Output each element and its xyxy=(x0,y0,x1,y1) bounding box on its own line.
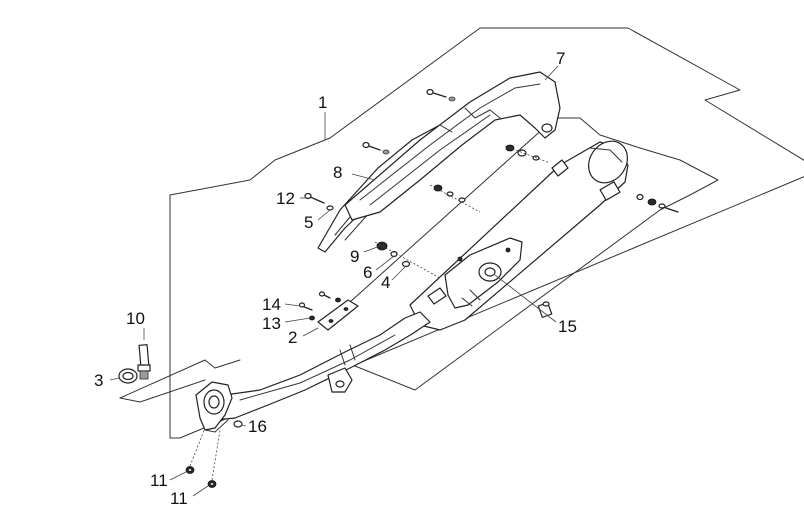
callout-15: 15 xyxy=(558,317,577,336)
fasteners xyxy=(185,88,679,488)
muffler-bracket-part xyxy=(427,237,523,309)
exhaust-pipe-part xyxy=(195,311,431,433)
callout-1: 1 xyxy=(318,93,327,112)
callout-2: 2 xyxy=(288,328,297,347)
leader-lines xyxy=(109,65,559,497)
callout-11-lower: 11 xyxy=(170,489,188,508)
callout-16: 16 xyxy=(248,417,267,436)
muffler-body-part xyxy=(409,140,629,331)
sensor-group-boundary xyxy=(119,359,241,399)
assembly-boundary-outline xyxy=(169,27,804,439)
muffler-cover-part xyxy=(344,71,561,221)
heat-shield-plate-part xyxy=(317,299,359,331)
callout-11-upper: 11 xyxy=(150,471,168,490)
callout-12: 12 xyxy=(276,189,295,208)
callout-4: 4 xyxy=(381,273,390,292)
callout-13: 13 xyxy=(262,314,281,333)
callout-9: 9 xyxy=(350,247,359,266)
callout-6: 6 xyxy=(363,263,372,282)
callout-7: 7 xyxy=(556,49,565,68)
callout-5: 5 xyxy=(304,213,313,232)
callout-10: 10 xyxy=(126,309,145,328)
callout-14: 14 xyxy=(262,295,281,314)
callout-8: 8 xyxy=(333,163,342,182)
gasket-part xyxy=(118,368,138,384)
oxygen-sensor-part xyxy=(137,328,151,380)
callout-3: 3 xyxy=(94,371,103,390)
muffler-group-boundary xyxy=(329,117,719,391)
